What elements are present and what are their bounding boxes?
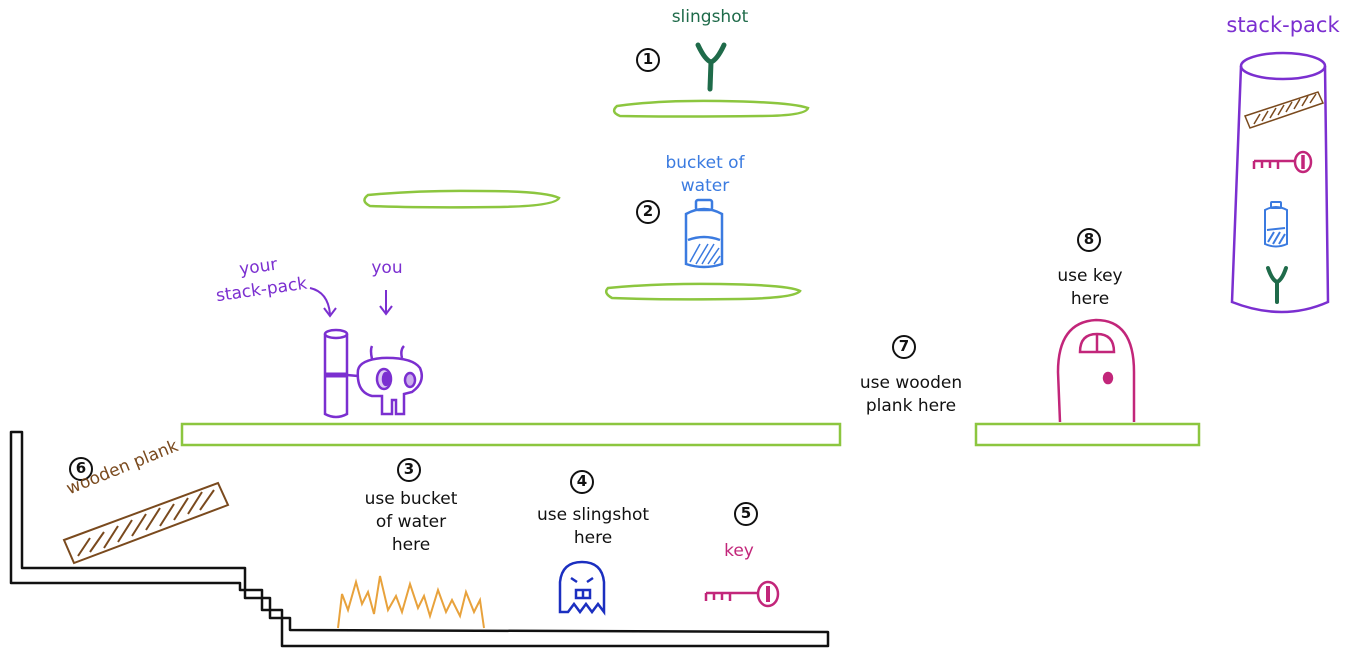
slingshot-icon: [695, 42, 727, 92]
stack-pack-key-icon: [1252, 150, 1313, 174]
badge-6-number: 6: [75, 459, 87, 477]
stack-pack-slingshot-icon: [1266, 266, 1288, 304]
fire-icon: [337, 575, 485, 629]
slingshot-label: slingshot: [671, 7, 749, 27]
plank-hint-label: use wooden plank here: [859, 373, 963, 416]
badge-5-number: 5: [740, 504, 752, 522]
badge-2-number: 2: [642, 202, 654, 220]
dungeon-outline: [9, 430, 830, 648]
badge-4-number: 4: [576, 472, 588, 490]
platforms: [180, 99, 1201, 447]
badge-8: [1077, 228, 1101, 252]
water-bucket-icon: [684, 198, 724, 269]
number-badges: [69, 48, 1101, 526]
badge-3: [397, 458, 421, 482]
main-ground-platform: [180, 422, 842, 447]
wooden-plank-icon: [62, 481, 230, 565]
stack-pack-water-icon: [1264, 201, 1288, 248]
badge-6: [69, 457, 93, 481]
ghost-icon: [558, 560, 606, 616]
floating-platform-top: [612, 99, 810, 118]
floating-platform-left: [363, 189, 561, 209]
player-robot-icon: [356, 345, 423, 416]
fire-hint-label: use bucket of water here: [364, 489, 458, 555]
key-label: key: [724, 541, 754, 561]
badge-8-number: 8: [1083, 230, 1095, 248]
key-icon: [704, 580, 780, 608]
stack-pack-container: [1230, 51, 1330, 314]
door-hint-label: use key here: [1057, 266, 1123, 309]
floating-platform-middle: [604, 282, 802, 301]
player-pack-icon: [323, 328, 359, 419]
door-icon: [1056, 318, 1136, 423]
badge-3-number: 3: [403, 460, 415, 478]
badge-7: [892, 335, 916, 359]
badge-2: [636, 200, 660, 224]
player-pointer-arrows: [309, 287, 393, 318]
player-you-label: you: [371, 258, 403, 278]
badge-7-number: 7: [898, 337, 910, 355]
water-bucket-label: bucket of water: [665, 153, 745, 196]
stack-pack-title: stack-pack: [1226, 13, 1340, 37]
stack-pack-plank-icon: [1243, 91, 1325, 129]
door-ground-platform: [974, 422, 1201, 447]
ghost-hint-label: use slingshot here: [536, 505, 650, 548]
badge-1: [636, 48, 660, 72]
badge-5: [734, 502, 758, 526]
badge-4: [570, 470, 594, 494]
badge-1-number: 1: [642, 50, 654, 68]
